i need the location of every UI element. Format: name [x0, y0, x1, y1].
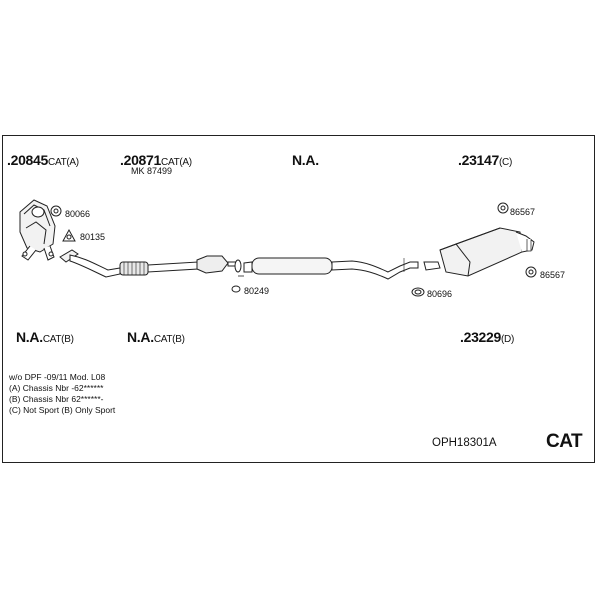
part-callout-80696: 80696 — [427, 289, 453, 299]
diagram-frame — [2, 135, 595, 463]
middle-muffler-icon — [243, 257, 419, 280]
part-callout-86567-top: 86567 — [510, 207, 536, 217]
part-label-23229: .23229(D) — [460, 329, 515, 345]
front-pipe-icon — [59, 249, 239, 278]
notes-block: w/o DPF -09/11 Mod. L08 (A) Chassis Nbr … — [9, 372, 115, 416]
clamp-80249-icon — [231, 259, 244, 293]
part-callout-80249: 80249 — [244, 286, 270, 296]
part-label-na-cat-b-1: N.A.CAT(B) — [16, 329, 74, 345]
part-label-na-top: N.A. — [292, 152, 319, 168]
part-label-20871: .20871CAT(A) — [120, 152, 192, 168]
catalytic-converter-icon — [19, 199, 56, 261]
rear-muffler-icon — [423, 227, 535, 277]
brand-label: CAT — [546, 431, 583, 452]
mk-label: MK 87499 — [131, 166, 173, 176]
note-line: (C) Not Sport (B) Only Sport — [9, 405, 116, 415]
diagram-code: OPH18301A — [432, 437, 497, 449]
gasket-80135-icon — [62, 228, 76, 242]
part-label-na-cat-b-2: N.A.CAT(B) — [127, 329, 185, 345]
part-label-23147: .23147(C) — [458, 152, 513, 168]
note-line: w/o DPF -09/11 Mod. L08 — [9, 372, 106, 382]
part-callout-86567-bottom: 86567 — [540, 270, 566, 280]
note-line: (A) Chassis Nbr -62****** — [9, 383, 104, 393]
hanger-86567-top-icon — [497, 202, 509, 214]
note-line: (B) Chassis Nbr 62******- — [9, 394, 104, 404]
gasket-80066-icon — [50, 205, 62, 217]
hanger-86567-bottom-icon — [525, 266, 537, 278]
part-label-20845: .20845CAT(A) — [7, 152, 79, 168]
part-callout-80066: 80066 — [65, 209, 91, 219]
gasket-80696-icon — [411, 287, 425, 297]
part-callout-80135: 80135 — [80, 232, 106, 242]
